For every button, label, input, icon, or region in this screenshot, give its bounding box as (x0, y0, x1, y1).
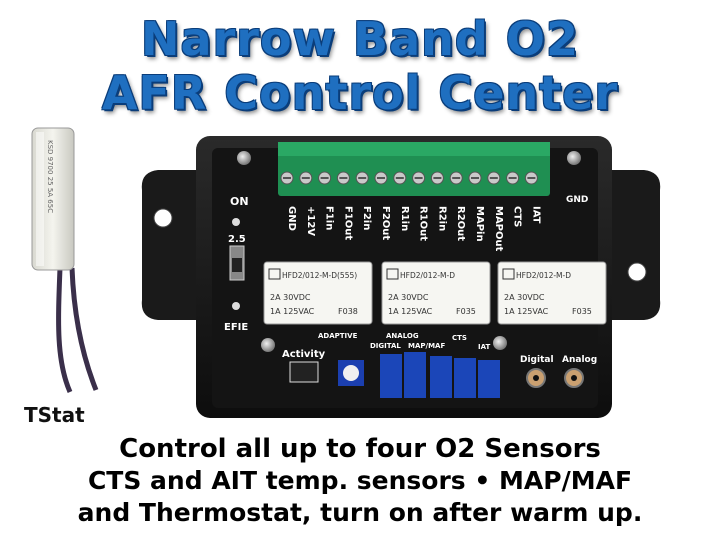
terminal-labels: GND +12V F1in F1Out F2in F2Out R1in R1Out R2in R2… (286, 206, 541, 252)
terminal-label: F2Out (380, 206, 391, 240)
terminal-label: F1in (324, 206, 335, 230)
label-2-5: 2.5 (228, 234, 246, 245)
led-efie (232, 302, 240, 310)
label-efie: EFIE (224, 322, 248, 333)
tstat-print: KSD 9700 25 5A 65C (46, 140, 54, 213)
terminal-screw (412, 171, 426, 185)
relay-model: HFD2/012-M-D(555) (282, 271, 357, 280)
relay-rating-1: 2A 30VDC (270, 293, 311, 302)
jacks (526, 368, 584, 388)
terminal-label: MAPin (474, 206, 485, 242)
terminal-screw (374, 171, 388, 185)
label-analog: Analog (562, 355, 597, 365)
terminal-block (278, 142, 550, 196)
terminal-screw (506, 171, 520, 185)
caption-line-2: CTS and AIT temp. sensors • MAP/MAF (87, 466, 633, 495)
relay-code: F035 (456, 307, 476, 316)
terminal-screw (524, 171, 538, 185)
terminal-screw (336, 171, 350, 185)
relay-rating-2: 1A 125VAC (270, 307, 315, 316)
terminal-screw (318, 171, 332, 185)
terminal-label: GND (286, 206, 297, 231)
relay-rating-1: 2A 30VDC (504, 293, 545, 302)
label-analog-top: ANALOG (386, 332, 419, 340)
terminal-screw (468, 171, 482, 185)
label-iat: IAT (478, 343, 490, 351)
terminal-label: R2Out (455, 206, 466, 241)
terminal-screw (355, 171, 369, 185)
relay-logo-icon (268, 268, 281, 280)
terminal-label: MAPOut (493, 206, 504, 252)
relay-model: HFD2/012-M-D (400, 271, 455, 280)
relay-code: F038 (338, 307, 358, 316)
relay: HFD2/012-M-D 2A 30VDC 1A 125VAC F035 (381, 261, 491, 325)
relay-logo-icon (502, 268, 515, 280)
thermostat: KSD 9700 25 5A 65C (31, 127, 99, 394)
trim-pots (338, 352, 500, 398)
terminal-screw (487, 171, 501, 185)
terminal-label: F1Out (342, 206, 353, 240)
label-digital: Digital (520, 355, 554, 365)
label-digital-top: DIGITAL (370, 342, 401, 350)
relay-model: HFD2/012-M-D (516, 271, 571, 280)
relay-code: F035 (572, 307, 592, 316)
title-line-2: AFR Control Center (101, 66, 619, 120)
label-cts: CTS (452, 334, 467, 342)
screws (237, 151, 581, 352)
label-adaptive: ADAPTIVE (318, 332, 358, 340)
terminal-label: +12V (305, 206, 316, 236)
led-on (232, 218, 240, 226)
relay-rating-2: 1A 125VAC (388, 307, 433, 316)
relay-rating-1: 2A 30VDC (388, 293, 429, 302)
mount-hole-left (153, 208, 173, 228)
label-on: ON (230, 195, 249, 208)
label-map-maf: MAP/MAF (408, 342, 445, 350)
caption-line-3: and Thermostat, turn on after warm up. (77, 498, 643, 527)
terminal-label: R2in (436, 206, 447, 231)
tstat-label: TStat (24, 403, 85, 427)
terminal-label: R1Out (418, 206, 429, 241)
terminal-label: IAT (530, 206, 541, 224)
terminal-screw (449, 171, 463, 185)
activity-header (289, 361, 319, 383)
terminal-screw (430, 171, 444, 185)
caption-line-1: Control all up to four O2 Sensors (119, 434, 601, 464)
terminal-screw (393, 171, 407, 185)
relay-rating-2: 1A 125VAC (504, 307, 549, 316)
label-activity: Activity (282, 349, 326, 360)
relay: HFD2/012-M-D 2A 30VDC 1A 125VAC F035 (497, 261, 607, 325)
label-gnd: GND (566, 195, 588, 205)
switch (229, 245, 245, 281)
terminal-label: CTS (512, 206, 523, 227)
relay: HFD2/012-M-D(555) 2A 30VDC 1A 125VAC F038 (263, 261, 373, 325)
title-line-1: Narrow Band O2 (141, 12, 579, 66)
relay-logo-icon (386, 268, 399, 280)
terminal-screw (299, 171, 313, 185)
terminal-screw (280, 171, 294, 185)
terminal-label: F2in (361, 206, 372, 230)
terminal-label: R1in (399, 206, 410, 231)
mount-hole-right (627, 262, 647, 282)
